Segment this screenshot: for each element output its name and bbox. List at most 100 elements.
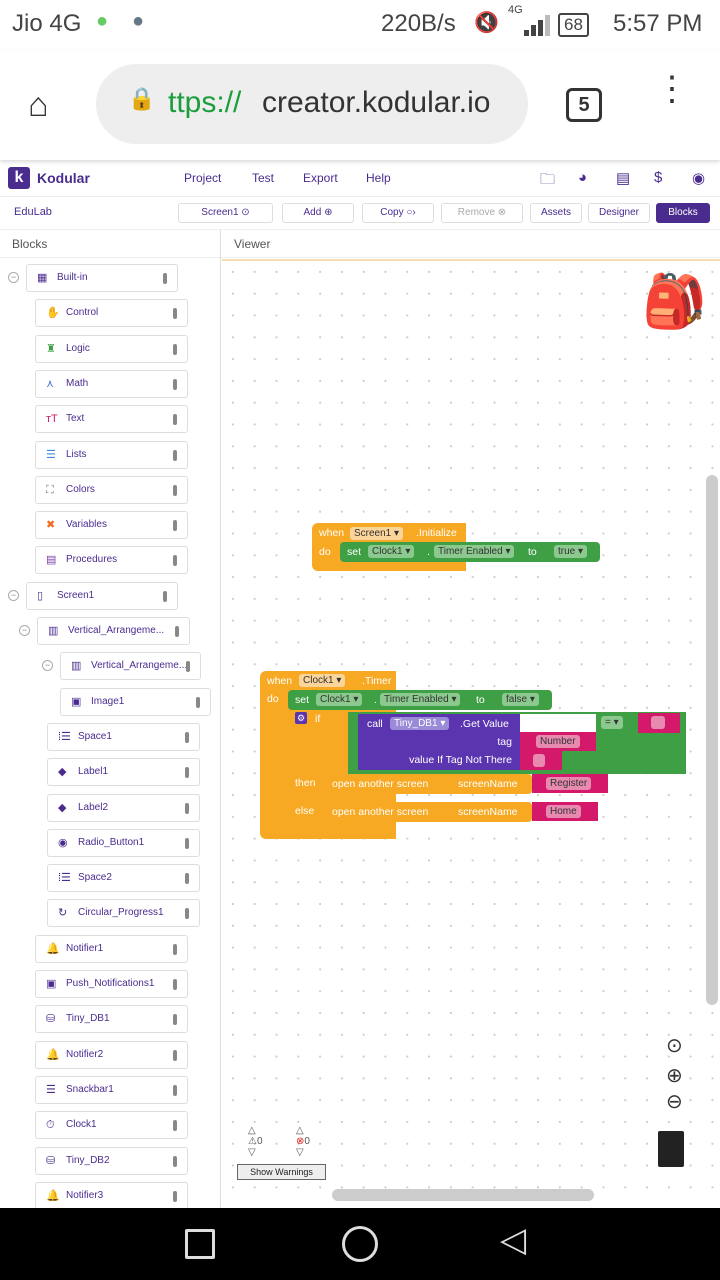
tree-item[interactable]: ▥Vertical_Arrangeme... bbox=[60, 652, 201, 681]
blocks-workspace[interactable]: 🎒 when Screen1 ▾ .Initialize do set Cloc… bbox=[222, 259, 720, 1208]
component-value: Clock1 bbox=[303, 675, 334, 686]
tree-item[interactable]: 🔔Notifier2 bbox=[35, 1040, 188, 1069]
dollar-icon[interactable]: $ bbox=[654, 169, 663, 186]
component-icon: ▣ bbox=[46, 978, 57, 990]
tree-item-label: Image1 bbox=[91, 695, 125, 707]
tree-item[interactable]: ▣Image1 bbox=[60, 687, 211, 716]
tree-item[interactable]: ⛁Tiny_DB2 bbox=[35, 1146, 188, 1175]
screen-select[interactable]: Screen1 ⊙ bbox=[178, 203, 273, 223]
tinydb-getvalue-block[interactable]: call Tiny_DB1 ▾ .Get Value tag value If … bbox=[358, 714, 520, 770]
collapse-toggle[interactable]: − bbox=[19, 625, 30, 636]
tree-item[interactable]: ↻Circular_Progress1 bbox=[47, 899, 200, 928]
tree-item[interactable]: ✋Control bbox=[35, 299, 188, 328]
set-timer-enabled-block[interactable]: set Clock1 ▾ . Timer Enabled ▾ to true ▾ bbox=[340, 542, 600, 562]
property-dropdown[interactable]: Timer Enabled ▾ bbox=[434, 545, 515, 558]
db-value: Tiny_DB1 bbox=[394, 718, 438, 729]
menu-project[interactable]: Project bbox=[184, 171, 222, 185]
tree-item[interactable]: ▤Procedures bbox=[35, 546, 188, 575]
component-icon: ◆ bbox=[58, 766, 67, 779]
url-field[interactable]: 🔒 ttps:// creator.kodular.io bbox=[96, 64, 528, 144]
boolean-dropdown[interactable]: true ▾ bbox=[554, 545, 588, 558]
register-text-block[interactable]: Register bbox=[532, 774, 608, 793]
trash-icon[interactable] bbox=[658, 1131, 684, 1167]
designer-button[interactable]: Designer bbox=[588, 203, 650, 223]
tree-item[interactable]: ⁞☰Space2 bbox=[47, 864, 200, 893]
event-label: .Initialize bbox=[416, 527, 457, 539]
tree-item[interactable]: ◉Radio_Button1 bbox=[47, 828, 200, 857]
tab-count-button[interactable]: 5 bbox=[566, 88, 602, 122]
back-icon[interactable]: ◁ bbox=[500, 1221, 527, 1259]
docs-icon[interactable]: ▤ bbox=[616, 170, 631, 187]
account-icon[interactable]: ◉ bbox=[692, 170, 706, 187]
zoom-out-icon[interactable]: ⊖ bbox=[666, 1091, 683, 1113]
mutator-gear-icon[interactable]: ⚙ bbox=[295, 712, 307, 724]
empty-text-block[interactable] bbox=[638, 713, 680, 733]
open-screen-else-block[interactable]: open another screen screenName bbox=[326, 802, 532, 822]
clock-dropdown[interactable]: Clock1 ▾ bbox=[368, 545, 415, 558]
assets-button[interactable]: Assets bbox=[530, 203, 582, 223]
vertical-scrollbar[interactable] bbox=[706, 475, 718, 1005]
blocks-button[interactable]: Blocks bbox=[656, 203, 710, 223]
tree-item[interactable]: ⛁Tiny_DB1 bbox=[35, 1005, 188, 1034]
error-indicator[interactable]: △⊗0▽ bbox=[296, 1125, 310, 1158]
tree-item[interactable]: ⋏Math bbox=[35, 369, 188, 398]
horizontal-scrollbar[interactable] bbox=[332, 1189, 594, 1201]
tree-item[interactable]: 🔔Notifier1 bbox=[35, 934, 188, 963]
warning-indicator[interactable]: △⚠0▽ bbox=[248, 1125, 263, 1158]
component-icon: ☰ bbox=[46, 448, 56, 461]
projects-folder-icon[interactable]: 🗀 bbox=[540, 171, 556, 188]
then-screen-value[interactable]: Register bbox=[546, 777, 592, 790]
tag-text-block[interactable]: Number bbox=[520, 732, 596, 751]
tree-item[interactable]: 🔔Notifier3 bbox=[35, 1181, 188, 1208]
tree-item[interactable]: ◆Label2 bbox=[47, 793, 200, 822]
property-dropdown[interactable]: Timer Enabled ▾ bbox=[380, 693, 461, 706]
screen-dropdown[interactable]: Screen1 ▾ bbox=[350, 527, 404, 540]
clock-dropdown[interactable]: Clock1 ▾ bbox=[299, 674, 346, 687]
open-screen-then-block[interactable]: open another screen screenName bbox=[326, 774, 532, 794]
else-screen-value[interactable]: Home bbox=[546, 805, 581, 818]
collapse-toggle[interactable]: − bbox=[42, 660, 53, 672]
menu-test[interactable]: Test bbox=[252, 171, 275, 185]
boolean-dropdown[interactable]: false ▾ bbox=[502, 693, 539, 706]
theme-icon[interactable]: ◕ bbox=[578, 169, 588, 186]
home-nav-icon[interactable] bbox=[342, 1226, 378, 1262]
tree-item[interactable]: ◆Label1 bbox=[47, 758, 200, 787]
if-else-block[interactable]: ⚙ if then else bbox=[288, 710, 346, 828]
tree-item[interactable]: ▣ Push_Notifications1 bbox=[35, 970, 188, 998]
show-warnings-button[interactable]: Show Warnings bbox=[237, 1164, 326, 1180]
collapse-toggle[interactable]: − bbox=[8, 589, 19, 601]
tinydb-dropdown[interactable]: Tiny_DB1 ▾ bbox=[390, 717, 450, 730]
tree-item[interactable]: ♜Logic bbox=[35, 334, 188, 363]
recents-icon[interactable] bbox=[185, 1229, 215, 1259]
tree-item[interactable]: ⁞☰Space1 bbox=[47, 722, 200, 751]
tree-item-label: Math bbox=[66, 377, 89, 389]
operator-dropdown[interactable]: = ▾ bbox=[601, 716, 623, 729]
tree-item[interactable]: ☰Lists bbox=[35, 440, 188, 469]
home-text-block[interactable]: Home bbox=[532, 802, 598, 821]
menu-export[interactable]: Export bbox=[303, 171, 338, 185]
tree-item[interactable]: ▥Vertical_Arrangeme... bbox=[37, 617, 190, 645]
add-screen-button[interactable]: Add ⊕ bbox=[282, 203, 354, 223]
copy-screen-button[interactable]: Copy ○› bbox=[362, 203, 434, 223]
zoom-in-icon[interactable]: ⊕ bbox=[666, 1065, 683, 1087]
tree-item[interactable]: ▦Built-in bbox=[26, 264, 178, 292]
tree-item[interactable]: ⏱Clock1 bbox=[35, 1111, 188, 1140]
clock-dropdown[interactable]: Clock1 ▾ bbox=[316, 693, 363, 706]
menu-icon[interactable]: ⋮ bbox=[655, 70, 689, 108]
recenter-icon[interactable]: ⊙ bbox=[666, 1035, 683, 1057]
collapse-toggle[interactable]: − bbox=[8, 272, 19, 283]
tree-item[interactable]: ⛶Colors bbox=[35, 475, 188, 504]
default-text-block[interactable] bbox=[520, 751, 562, 770]
home-icon[interactable]: ⌂ bbox=[28, 86, 49, 124]
tree-item[interactable]: ☰Snackbar1 bbox=[35, 1075, 188, 1104]
tree-item[interactable]: ✖Variables bbox=[35, 511, 188, 540]
blocks-heading: Blocks bbox=[12, 237, 48, 251]
menu-help[interactable]: Help bbox=[366, 171, 391, 185]
backpack-icon[interactable]: 🎒 bbox=[642, 273, 707, 331]
set-timer-enabled-block[interactable]: set Clock1 ▾ . Timer Enabled ▾ to false … bbox=[288, 690, 552, 710]
tag-value[interactable]: Number bbox=[536, 735, 580, 748]
remove-screen-button[interactable]: Remove ⊗ bbox=[441, 203, 523, 223]
tree-item[interactable]: ▯Screen1 bbox=[26, 581, 178, 610]
tree-item-label: Push_Notifications1 bbox=[66, 978, 155, 989]
